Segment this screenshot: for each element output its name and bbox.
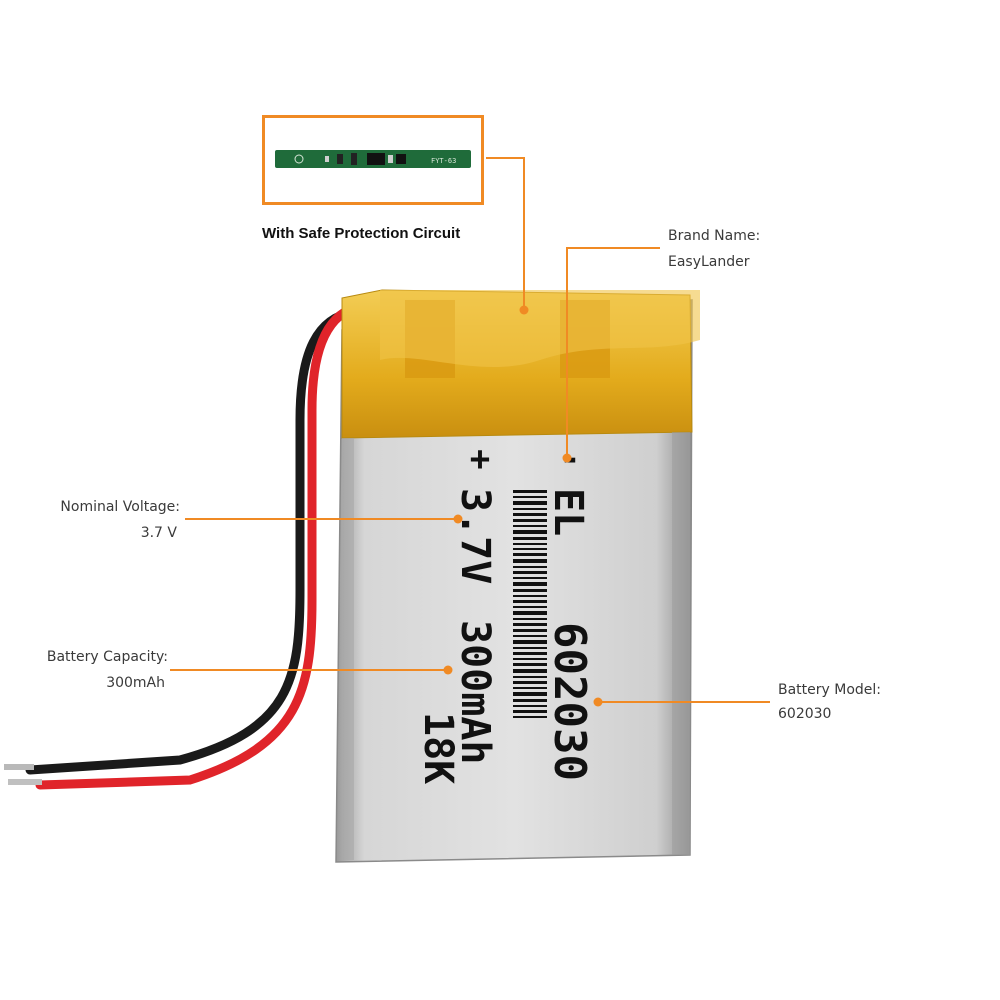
barcode-bar [513, 640, 547, 644]
barcode-bar [513, 525, 547, 527]
brand-leader [566, 247, 660, 458]
capacity-label-title: Battery Capacity: [46, 649, 168, 665]
barcode-bar [513, 490, 547, 493]
model-label-value: 602030 [778, 706, 832, 722]
capacity-label-value: 300mAh [106, 675, 165, 691]
barcode-bar [513, 530, 547, 534]
barcode-bar [513, 589, 547, 592]
print-plus: + [470, 439, 490, 479]
tape-wrap [380, 290, 700, 368]
barcode-bar [513, 537, 547, 540]
barcode [513, 490, 547, 718]
barcode-bar [513, 658, 547, 660]
pcb-caption: With Safe Protection Circuit [262, 225, 461, 242]
lead-wires [4, 300, 377, 790]
barcode-bar [513, 618, 547, 620]
black-wire-tip [4, 764, 34, 770]
pcb-board: FYT-63 [275, 150, 471, 168]
pcb-leader [486, 157, 525, 310]
model-label-title: Battery Model: [778, 682, 882, 698]
barcode-bar [513, 681, 547, 684]
barcode-bar [513, 582, 547, 586]
barcode-bar [513, 595, 547, 597]
barcode-bar [513, 716, 547, 718]
barcode-bar [513, 548, 547, 550]
print-brand: EL [545, 488, 591, 536]
barcode-bar [513, 669, 547, 673]
barcode-bar [513, 577, 547, 579]
barcode-bar [513, 543, 547, 545]
barcode-bar [513, 571, 547, 574]
barcode-bar [513, 623, 547, 626]
print-voltage: 3.7V [452, 488, 498, 584]
cell-edge-left [342, 438, 354, 860]
cell-edge-right [672, 432, 690, 855]
barcode-bar [513, 647, 547, 649]
barcode-bar [513, 513, 547, 516]
brand-label-title: Brand Name: [668, 228, 761, 244]
barcode-bar [513, 611, 547, 615]
barcode-bar [513, 629, 547, 632]
print-model: 602030 [544, 622, 595, 781]
barcode-bar [513, 606, 547, 608]
barcode-bar [513, 663, 547, 666]
voltage-label-title: Nominal Voltage: [60, 499, 180, 515]
barcode-bar [513, 705, 547, 707]
callout-dots [443, 305, 603, 707]
barcode-bar [513, 699, 547, 702]
print-code: 18K [415, 712, 461, 784]
print-capacity: 300mAh [452, 620, 498, 765]
red-wire [35, 300, 377, 790]
callout-lines [170, 157, 770, 703]
barcode-bar [513, 559, 547, 563]
voltage-label-value: 3.7 V [140, 525, 177, 541]
barcode-bar [513, 501, 547, 505]
barcode-bar [513, 692, 547, 696]
barcode-bar [513, 508, 547, 510]
barcode-bar [513, 710, 547, 713]
black-wire [25, 307, 358, 775]
barcode-bar [513, 553, 547, 556]
pcb-chip-marking: FYT-63 [431, 157, 456, 165]
cell-printing: + - EL 602030 3.7V 300mAh 18K [415, 439, 595, 784]
barcode-bar [513, 519, 547, 522]
protection-circuit-inset: FYT-63 [262, 115, 484, 205]
barcode-bar [513, 496, 547, 498]
barcode-bar [513, 652, 547, 655]
brand-label-value: EasyLander [668, 254, 750, 270]
barcode-bar [513, 566, 547, 568]
barcode-bar [513, 676, 547, 678]
barcode-bar [513, 600, 547, 603]
barcode-bar [513, 687, 547, 689]
barcode-bar [513, 635, 547, 637]
red-wire-tip [8, 779, 42, 785]
